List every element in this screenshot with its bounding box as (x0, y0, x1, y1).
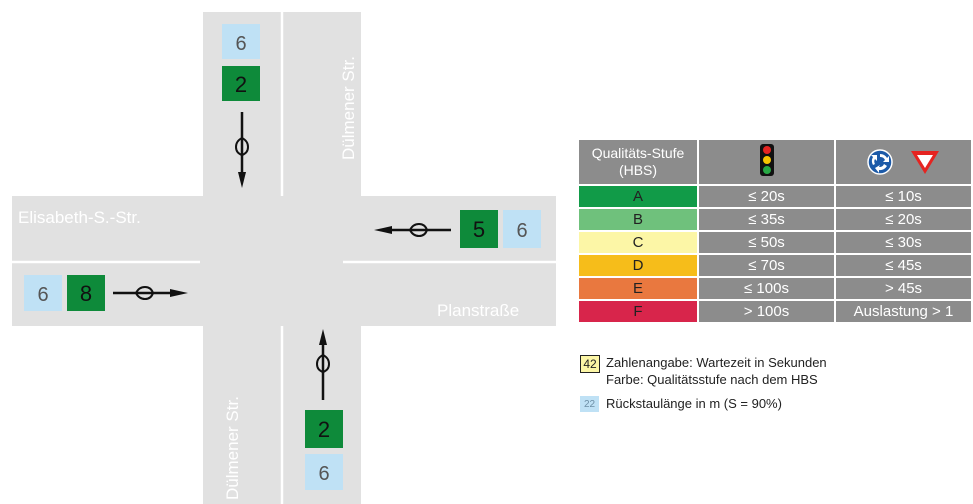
unsignalized-threshold-cell: > 45s (836, 278, 973, 301)
signalized-threshold-cell: ≤ 70s (699, 255, 836, 278)
queue-value-east: 6 (516, 220, 527, 242)
los-row-e: E≤ 100s> 45s (579, 278, 973, 301)
signalized-threshold-cell: ≤ 35s (699, 209, 836, 232)
legend-queue-text: Rückstaulänge in m (S = 90%) (606, 396, 782, 411)
unsignalized-column-header (836, 140, 973, 186)
wait-box-south (305, 410, 343, 448)
lane-arrow-west (113, 285, 188, 301)
road-label-east: Planstraße (437, 301, 519, 320)
level-cell: A (579, 186, 699, 209)
legend-queue-badge-text: 22 (583, 398, 596, 410)
roundabout-icon (866, 149, 893, 175)
unsignalized-threshold-cell: Auslastung > 1 (836, 301, 973, 324)
lane-arrow-north (234, 112, 250, 188)
wait-box-north (222, 66, 260, 101)
wait-value-west: 8 (80, 281, 92, 306)
wait-box-east (460, 210, 498, 248)
los-row-b: B≤ 35s≤ 20s (579, 209, 973, 232)
queue-value-north: 6 (235, 33, 246, 55)
unsignalized-threshold-cell: ≤ 10s (836, 186, 973, 209)
signalized-threshold-cell: > 100s (699, 301, 836, 324)
lane-arrow-east (374, 222, 451, 238)
level-cell: E (579, 278, 699, 301)
queue-box-east (503, 210, 541, 248)
level-cell: C (579, 232, 699, 255)
queue-value-west: 6 (37, 284, 48, 306)
legend-wait-line1: Zahlenangabe: Wartezeit in Sekunden (606, 355, 827, 370)
wait-box-west (67, 275, 105, 311)
wait-value-north: 2 (235, 72, 247, 97)
lane-arrow-south (315, 329, 331, 400)
los-row-c: C≤ 50s≤ 30s (579, 232, 973, 255)
unsignalized-threshold-cell: ≤ 45s (836, 255, 973, 278)
level-cell: D (579, 255, 699, 278)
road-label-north: Dülmener Str. (339, 56, 358, 160)
queue-box-north (222, 24, 260, 59)
legend-wait-line2: Farbe: Qualitätsstufe nach dem HBS (606, 372, 818, 387)
los-table: Qualitäts-Stufe (HBS) (579, 140, 973, 324)
unsignalized-threshold-cell: ≤ 30s (836, 232, 973, 255)
yield-sign-icon (911, 151, 940, 174)
wait-value-south: 2 (318, 417, 330, 442)
queue-box-south (305, 454, 343, 490)
unsignalized-threshold-cell: ≤ 20s (836, 209, 973, 232)
level-cell: B (579, 209, 699, 232)
road-label-west: Elisabeth-S.-Str. (18, 208, 141, 227)
signalized-column-header (699, 140, 836, 186)
los-row-d: D≤ 70s≤ 45s (579, 255, 973, 278)
signalized-threshold-cell: ≤ 100s (699, 278, 836, 301)
level-cell: F (579, 301, 699, 324)
los-table-header: Qualitäts-Stufe (HBS) (579, 140, 973, 186)
queue-value-south: 6 (318, 463, 329, 485)
signalized-threshold-cell: ≤ 20s (699, 186, 836, 209)
signalized-threshold-cell: ≤ 50s (699, 232, 836, 255)
queue-box-west (24, 275, 62, 311)
legend-wait-badge-text: 42 (583, 357, 597, 371)
los-row-a: A≤ 20s≤ 10s (579, 186, 973, 209)
traffic-light-icon (759, 144, 774, 176)
wait-value-east: 5 (473, 217, 485, 242)
legend-queue-badge: 22 (580, 396, 599, 412)
road-label-south: Dülmener Str. (223, 396, 242, 500)
legend-wait-badge: 42 (580, 355, 600, 373)
level-column-header: Qualitäts-Stufe (HBS) (579, 140, 699, 186)
